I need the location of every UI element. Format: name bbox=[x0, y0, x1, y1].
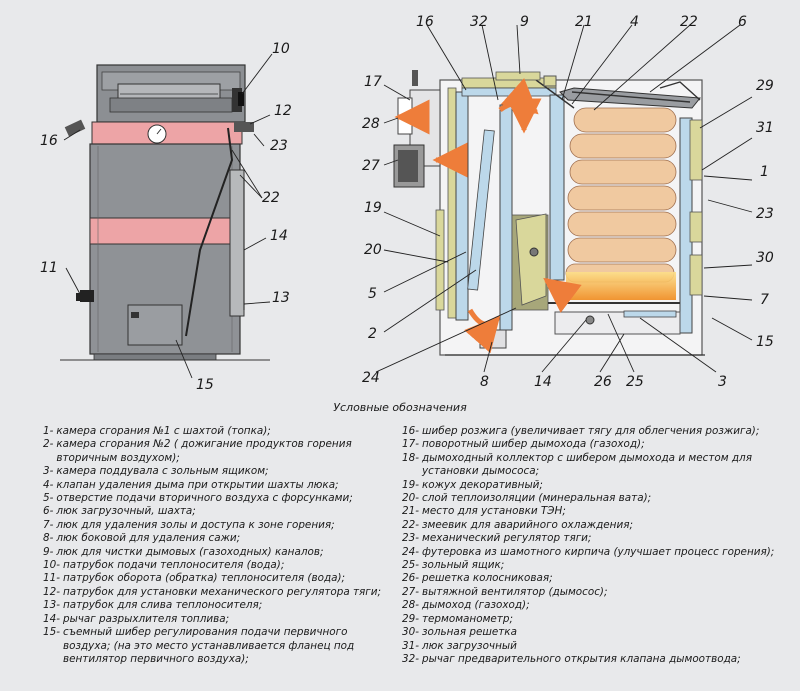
legend-item: 11-патрубок оборота (обратка) теплоносит… bbox=[43, 572, 346, 585]
boiler-diagram: 10 12 16 23 22 14 11 13 15 16 32 9 21 4 … bbox=[40, 14, 774, 393]
legend-item: 25-зольный ящик; bbox=[402, 559, 505, 572]
legend-item: 13-патрубок для слива теплоносителя; bbox=[43, 599, 263, 612]
callout-s30: 30 bbox=[756, 250, 774, 266]
section-view bbox=[393, 70, 705, 356]
callout-s24: 24 bbox=[362, 370, 380, 386]
callout-s7: 7 bbox=[760, 292, 769, 308]
callout-11: 11 bbox=[40, 260, 58, 276]
legend-item: 10-патрубок подачи теплоносителя (вода); bbox=[43, 559, 285, 572]
callout-s21: 21 bbox=[575, 14, 593, 30]
legend-item: 21-место для установки ТЭН; bbox=[402, 505, 566, 518]
callout-s27: 27 bbox=[362, 158, 380, 174]
callout-s17: 17 bbox=[364, 74, 382, 90]
legend-item: 7-люк для удаления золы и доступа к зоне… bbox=[43, 518, 335, 531]
legend-item: 32-рычаг предварительного открытия клапа… bbox=[402, 652, 741, 665]
legend-item: 17-поворотный шибер дымохода (газоход); bbox=[402, 438, 645, 451]
callout-s31: 31 bbox=[756, 120, 774, 136]
callouts-front: 10 12 16 23 22 14 11 13 15 bbox=[40, 41, 292, 393]
legend-item: 2-камера сгорания №2 ( дожигание продукт… bbox=[43, 438, 352, 464]
callout-s1: 1 bbox=[760, 164, 769, 180]
callout-s3: 3 bbox=[718, 374, 727, 390]
callout-12: 12 bbox=[274, 103, 292, 119]
legend-item: 22-змеевик для аварийного охлаждения; bbox=[402, 518, 633, 531]
legend-item: 24-футеровка из шамотного кирпича (улучш… bbox=[402, 545, 775, 558]
legend-item: 6-люк загрузочный, шахта; bbox=[43, 505, 196, 518]
legend-item: 23-механический регулятор тяги; bbox=[402, 532, 592, 545]
legend-item: 8-люк боковой для удаления сажи; bbox=[43, 532, 241, 545]
callout-s26: 26 bbox=[594, 374, 612, 390]
legend-right: 16-шибер розжига (увеличивает тягу для о… bbox=[402, 425, 794, 666]
legend-item: 3-камера поддувала с зольным ящиком; bbox=[43, 465, 269, 478]
leader-lines bbox=[63, 24, 753, 379]
callout-s20: 20 bbox=[364, 242, 382, 258]
callout-s6: 6 bbox=[738, 14, 747, 30]
legend-item: 28-дымоход (газоход); bbox=[402, 599, 530, 612]
callout-s23: 23 bbox=[756, 206, 774, 222]
legend-item: 19-кожух декоративный; bbox=[402, 478, 543, 491]
legend-item: 12-патрубок для установки механического … bbox=[43, 585, 382, 598]
callout-s16: 16 bbox=[416, 14, 434, 30]
legend-item: 30-зольная решетка bbox=[402, 626, 517, 639]
legend-item: 5-отверстие подачи вторичного воздуха с … bbox=[43, 492, 353, 505]
legend-item: 1-камера сгорания №1 с шахтой (топка); bbox=[43, 425, 271, 437]
callout-s5: 5 bbox=[368, 286, 377, 302]
legend-item: 14-рычаг разрыхлителя топлива; bbox=[43, 612, 230, 625]
legend-item: 18-дымоходный коллектор с шибером дымохо… bbox=[402, 451, 752, 478]
legend-item: 31-люк загрузочный bbox=[402, 639, 517, 652]
callout-s2: 2 bbox=[368, 326, 377, 342]
callout-10: 10 bbox=[272, 41, 290, 57]
callout-23: 23 bbox=[270, 138, 288, 154]
legend-item: 4-клапан удаления дыма при открытии шахт… bbox=[43, 478, 339, 491]
callouts-section: 16 32 9 21 4 22 6 17 28 27 19 20 5 2 24 … bbox=[362, 14, 774, 390]
legend-item: 15-съемный шибер регулирования подачи пе… bbox=[43, 626, 355, 665]
callout-s29: 29 bbox=[756, 78, 774, 94]
callout-s25: 25 bbox=[626, 374, 644, 390]
legend-item: 20-слой теплоизоляции (минеральная вата)… bbox=[402, 492, 652, 505]
legend-item: 27-вытяжной вентилятор (дымосос); bbox=[402, 585, 608, 598]
logs bbox=[565, 107, 677, 283]
front-view bbox=[60, 64, 270, 361]
callout-s4: 4 bbox=[630, 14, 639, 30]
callout-s8: 8 bbox=[480, 374, 489, 390]
callout-13: 13 bbox=[272, 290, 290, 306]
callout-s19: 19 bbox=[364, 200, 382, 216]
legend-left: 1-камера сгорания №1 с шахтой (топка); 2… bbox=[43, 425, 393, 666]
legend-item: 9-люк для чистки дымовых (газоходных) ка… bbox=[43, 545, 324, 558]
callout-s22: 22 bbox=[680, 14, 698, 30]
callout-22: 22 bbox=[262, 190, 280, 206]
legend-item: 26-решетка колосниковая; bbox=[402, 572, 553, 585]
callout-16: 16 bbox=[40, 133, 58, 149]
legend-title: Условные обозначения bbox=[333, 401, 467, 414]
callout-s9: 9 bbox=[520, 14, 529, 30]
callout-14: 14 bbox=[270, 228, 288, 244]
legend-item: 16-шибер розжига (увеличивает тягу для о… bbox=[402, 425, 760, 437]
callout-s32: 32 bbox=[470, 14, 488, 30]
callout-s14: 14 bbox=[534, 374, 552, 390]
callout-s28: 28 bbox=[362, 116, 380, 132]
callout-s15: 15 bbox=[756, 334, 774, 350]
callout-15: 15 bbox=[196, 377, 214, 393]
legend-item: 29-термоманометр; bbox=[402, 612, 513, 625]
